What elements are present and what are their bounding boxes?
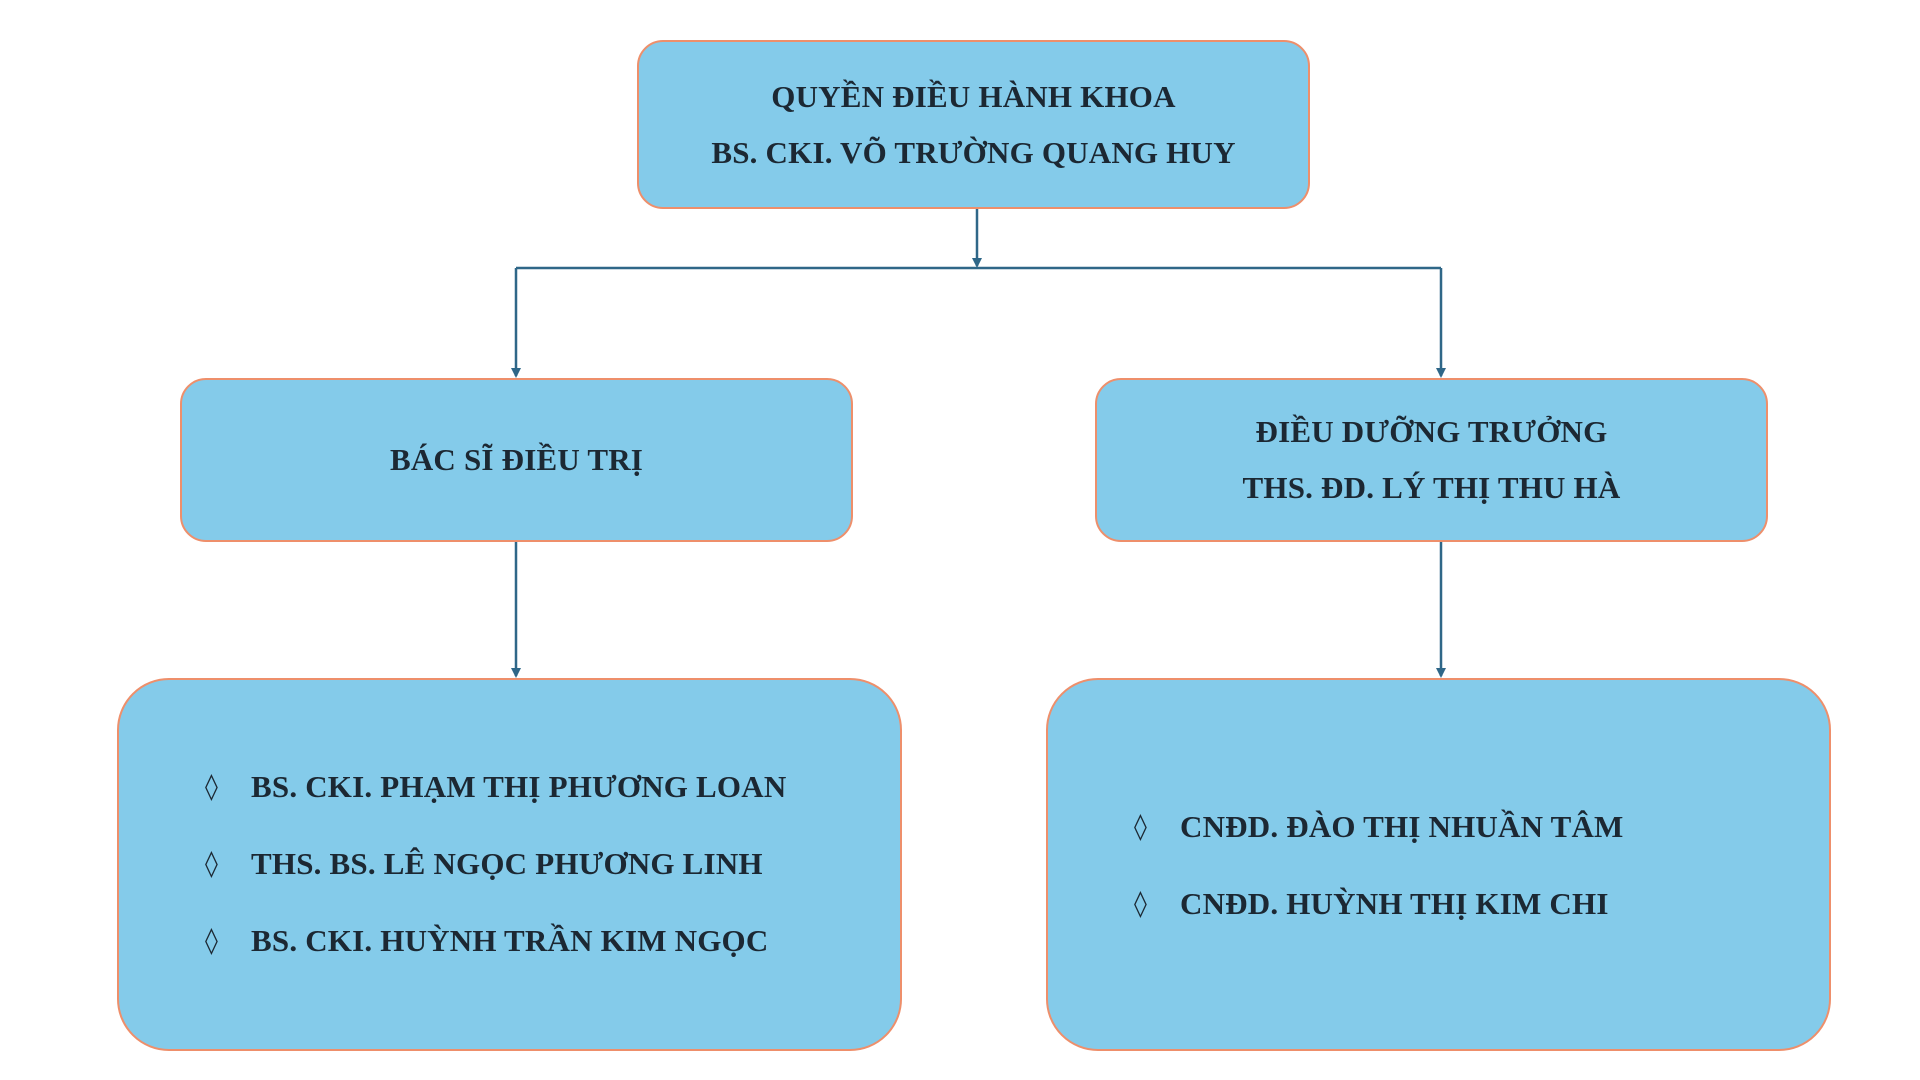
node-head-nurse-title: ĐIỀU DƯỠNG TRƯỞNG: [1255, 414, 1608, 449]
list-item: ◊ BS. CKI. PHẠM THỊ PHƯƠNG LOAN: [205, 748, 786, 825]
node-department-head: QUYỀN ĐIỀU HÀNH KHOA BS. CKI. VÕ TRƯỜNG …: [637, 40, 1310, 209]
diamond-outline-icon: ◊: [1134, 811, 1148, 842]
doctor-name: THS. BS. LÊ NGỌC PHƯƠNG LINH: [251, 845, 763, 881]
nurse-name: CNĐD. ĐÀO THỊ NHUẦN TÂM: [1180, 808, 1624, 844]
diamond-outline-icon: ◊: [205, 848, 219, 879]
list-item: ◊ CNĐD. HUỲNH THỊ KIM CHI: [1134, 865, 1624, 942]
diamond-outline-icon: ◊: [1134, 888, 1148, 919]
node-treating-doctors: BÁC SĨ ĐIỀU TRỊ: [180, 378, 853, 542]
diamond-outline-icon: ◊: [205, 925, 219, 956]
doctor-list: ◊ BS. CKI. PHẠM THỊ PHƯƠNG LOAN ◊ THS. B…: [205, 748, 786, 979]
node-head-nurse-name: THS. ĐD. LÝ THỊ THU HÀ: [1242, 470, 1621, 505]
node-department-head-name: BS. CKI. VÕ TRƯỜNG QUANG HUY: [711, 134, 1236, 170]
node-nurse-list: ◊ CNĐD. ĐÀO THỊ NHUẦN TÂM ◊ CNĐD. HUỲNH …: [1046, 678, 1831, 1051]
doctor-name: BS. CKI. HUỲNH TRẦN KIM NGỌC: [251, 922, 769, 958]
diamond-outline-icon: ◊: [205, 771, 219, 802]
list-item: ◊ BS. CKI. HUỲNH TRẦN KIM NGỌC: [205, 902, 786, 979]
nurse-name: CNĐD. HUỲNH THỊ KIM CHI: [1180, 885, 1609, 921]
nurse-list: ◊ CNĐD. ĐÀO THỊ NHUẦN TÂM ◊ CNĐD. HUỲNH …: [1134, 788, 1624, 942]
node-department-head-title: QUYỀN ĐIỀU HÀNH KHOA: [771, 78, 1176, 114]
node-head-nurse: ĐIỀU DƯỠNG TRƯỞNG THS. ĐD. LÝ THỊ THU HÀ: [1095, 378, 1768, 542]
list-item: ◊ THS. BS. LÊ NGỌC PHƯƠNG LINH: [205, 825, 786, 902]
doctor-name: BS. CKI. PHẠM THỊ PHƯƠNG LOAN: [251, 768, 787, 804]
node-doctor-list: ◊ BS. CKI. PHẠM THỊ PHƯƠNG LOAN ◊ THS. B…: [117, 678, 902, 1051]
list-item: ◊ CNĐD. ĐÀO THỊ NHUẦN TÂM: [1134, 788, 1624, 865]
node-treating-doctors-title: BÁC SĨ ĐIỀU TRỊ: [389, 442, 644, 477]
